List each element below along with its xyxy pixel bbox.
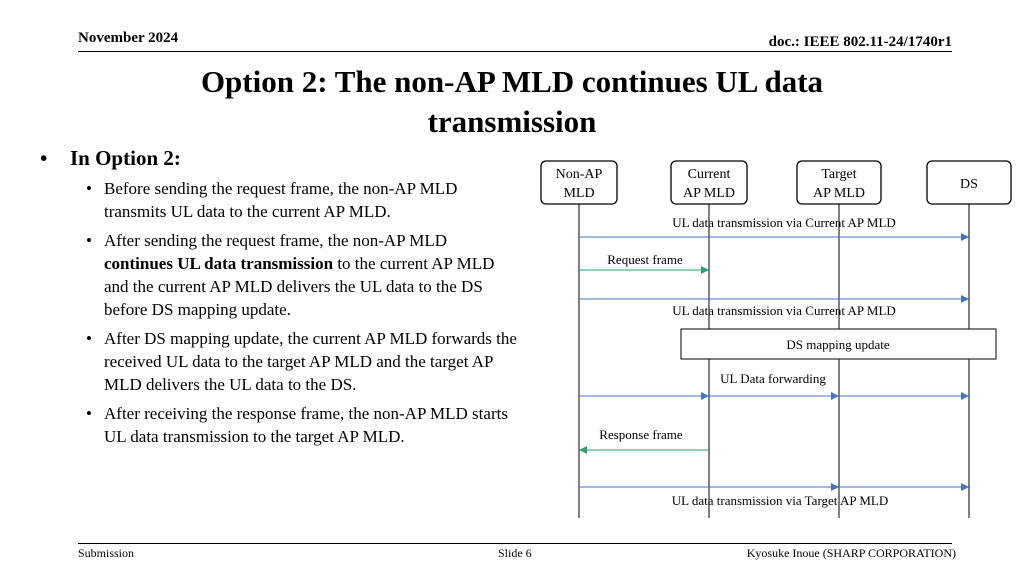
message-label-response: Response frame <box>599 427 683 442</box>
sub-bullet-dot: • <box>86 329 92 348</box>
footer-author: Kyosuke Inoue (SHARP CORPORATION) <box>746 546 956 560</box>
sub-bullet-text-post: to the current AP MLD and the current AP… <box>104 254 495 319</box>
entity-box-ds <box>926 160 1012 205</box>
sub-bullet-text: After receiving the response frame, the … <box>104 404 508 446</box>
entity-label-ds: DS <box>960 177 978 192</box>
entity-label-non-ap-mld-2: MLD <box>563 186 594 201</box>
entity-label-target-ap-mld-2: AP MLD <box>813 186 865 201</box>
sub-bullet-dot: • <box>86 231 92 250</box>
slide-title-line1: Option 2: The non-AP MLD continues UL da… <box>200 64 824 99</box>
sub-bullet-item: • Before sending the request frame, the … <box>40 177 520 223</box>
slide-title: Option 2: The non-AP MLD continues UL da… <box>100 62 924 142</box>
sub-bullet-dot: • <box>86 179 92 198</box>
footer-slide-number: Slide 6 <box>498 546 532 560</box>
sub-bullet-list: • Before sending the request frame, the … <box>40 177 520 448</box>
entity-label-target-ap-mld-1: Target <box>821 167 856 182</box>
entity-box-non-ap-mld <box>540 160 618 205</box>
slide-title-line2: transmission <box>427 104 597 139</box>
entity-label-current-ap-mld-1: Current <box>688 167 731 182</box>
entity-box-current-ap-mld <box>670 160 748 205</box>
sub-bullet-item: • After DS mapping update, the current A… <box>40 327 520 396</box>
footer-submission: Submission <box>78 546 135 560</box>
message-label-ul-current-2: UL data transmission via Current AP MLD <box>672 303 896 318</box>
message-label-request: Request frame <box>607 252 683 267</box>
sub-bullet-text: After DS mapping update, the current AP … <box>104 329 517 394</box>
header-rule <box>78 51 952 52</box>
bullet-dot: • <box>40 146 48 170</box>
header-date: November 2024 <box>78 30 179 46</box>
bullet-main-text: In Option 2: <box>70 146 181 170</box>
sub-bullet-item: • After sending the request frame, the n… <box>40 229 520 321</box>
entity-box-target-ap-mld <box>796 160 882 205</box>
message-label-forwarding: UL Data forwarding <box>720 371 826 386</box>
ds-mapping-update-box <box>680 328 997 360</box>
bullet-main: • In Option 2: <box>40 146 520 171</box>
header-doc-id: doc.: IEEE 802.11-24/1740r1 <box>768 34 952 50</box>
message-label-ul-target: UL data transmission via Target AP MLD <box>672 493 888 508</box>
message-label-ul-current-1: UL data transmission via Current AP MLD <box>672 215 896 230</box>
footer-rule <box>78 543 952 544</box>
sub-bullet-dot: • <box>86 404 92 423</box>
sub-bullet-text: Before sending the request frame, the no… <box>104 179 458 221</box>
sub-bullet-item: • After receiving the response frame, th… <box>40 402 520 448</box>
bullet-list: • In Option 2: • Before sending the requ… <box>40 146 520 454</box>
ds-mapping-update-label: DS mapping update <box>786 337 889 352</box>
entity-label-current-ap-mld-2: AP MLD <box>683 186 735 201</box>
sub-bullet-text-pre: After sending the request frame, the non… <box>104 231 448 250</box>
sub-bullet-text-bold: continues UL data transmission <box>104 254 334 273</box>
entity-label-non-ap-mld-1: Non-AP <box>556 167 603 182</box>
